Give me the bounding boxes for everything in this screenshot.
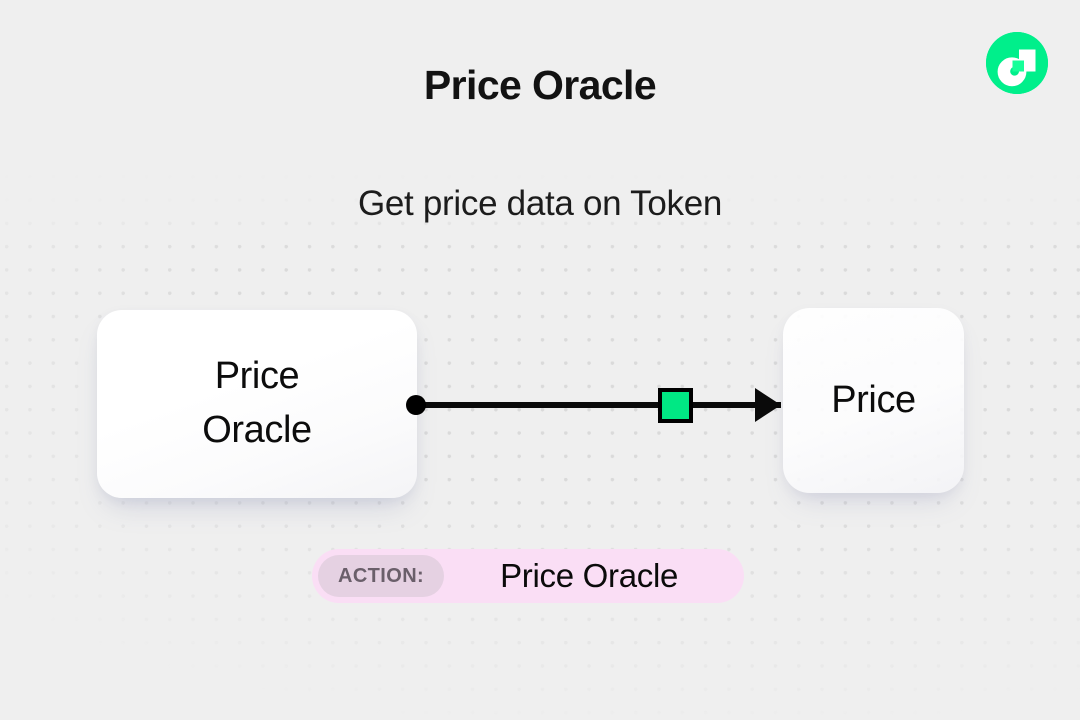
node-source-label: Price Oracle <box>202 355 312 451</box>
action-tag-label: ACTION: <box>318 555 445 597</box>
page-subtitle: Get price data on Token <box>357 184 723 223</box>
node-price[interactable]: Price <box>783 308 964 493</box>
node-price-oracle[interactable]: Price Oracle <box>97 310 417 498</box>
action-value: Price Oracle <box>500 557 679 594</box>
arrow-right-icon <box>755 388 781 422</box>
green-square-node-icon <box>658 388 693 423</box>
flow-logo-icon <box>986 32 1048 94</box>
edge-connector <box>395 375 795 435</box>
page-title: Price Oracle <box>423 62 657 108</box>
node-target-label: Price <box>831 378 916 421</box>
action-bar[interactable]: ACTION: Price Oracle <box>312 549 744 603</box>
